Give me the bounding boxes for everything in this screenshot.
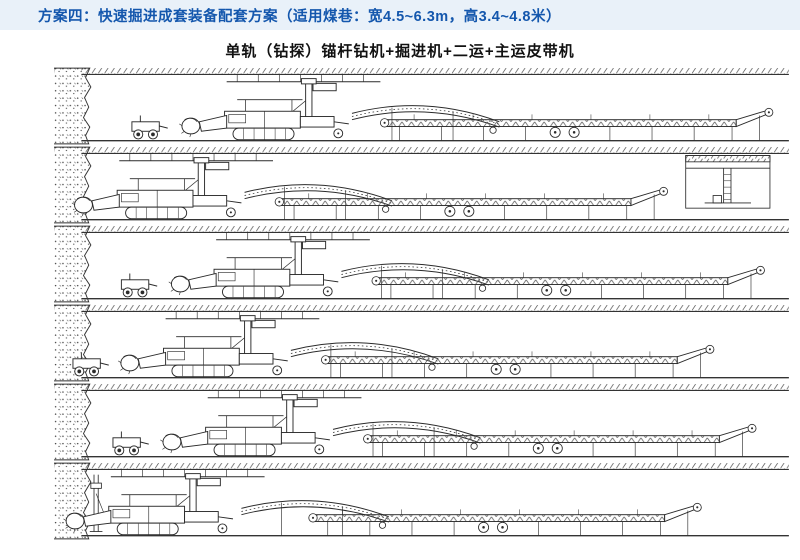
diagram-row-6 xyxy=(54,462,790,540)
diagram-row-5 xyxy=(54,383,790,461)
diagram-row-1 xyxy=(54,67,790,145)
diagram-row-4 xyxy=(54,304,790,382)
diagram-row-3 xyxy=(54,225,790,303)
diagram-area xyxy=(0,65,800,540)
diagram-subtitle: 单轨（钻探）锚杆钻机+掘进机+二运+主运皮带机 xyxy=(225,43,575,60)
diagram-row-2 xyxy=(54,146,790,224)
title-bar: 方案四：快速掘进成套装备配套方案（适用煤巷：宽4.5~6.3m，高3.4~4.8… xyxy=(0,0,800,30)
scheme-title: 方案四：快速掘进成套装备配套方案（适用煤巷：宽4.5~6.3m，高3.4~4.8… xyxy=(38,8,561,25)
